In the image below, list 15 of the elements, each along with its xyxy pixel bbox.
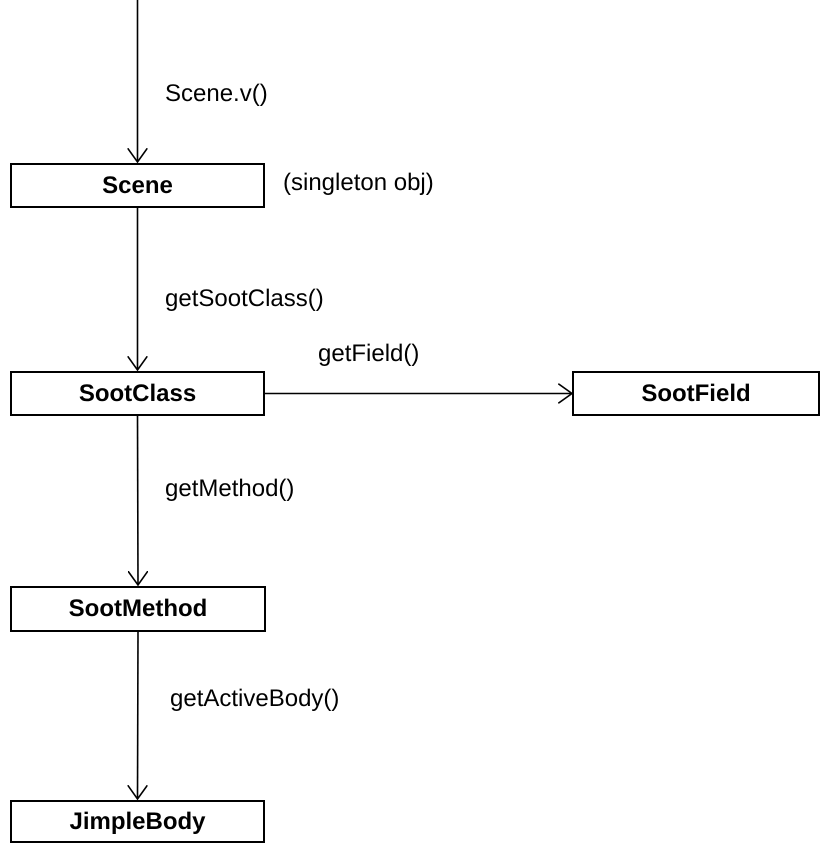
class-box	[572, 371, 820, 416]
class-name: SootField	[641, 380, 751, 408]
arrow	[127, 416, 149, 586]
class-box	[10, 800, 265, 843]
class-name: SootClass	[78, 380, 196, 408]
arrow	[126, 0, 148, 163]
arrow	[126, 632, 148, 800]
class-name: SootMethod	[68, 595, 208, 623]
class-name: JimpleBody	[69, 808, 206, 836]
class-name: Scene	[102, 172, 173, 200]
class-box	[10, 163, 265, 208]
arrow	[126, 208, 148, 371]
class-box	[10, 586, 266, 632]
arrow	[265, 382, 573, 404]
class-box	[10, 371, 265, 416]
